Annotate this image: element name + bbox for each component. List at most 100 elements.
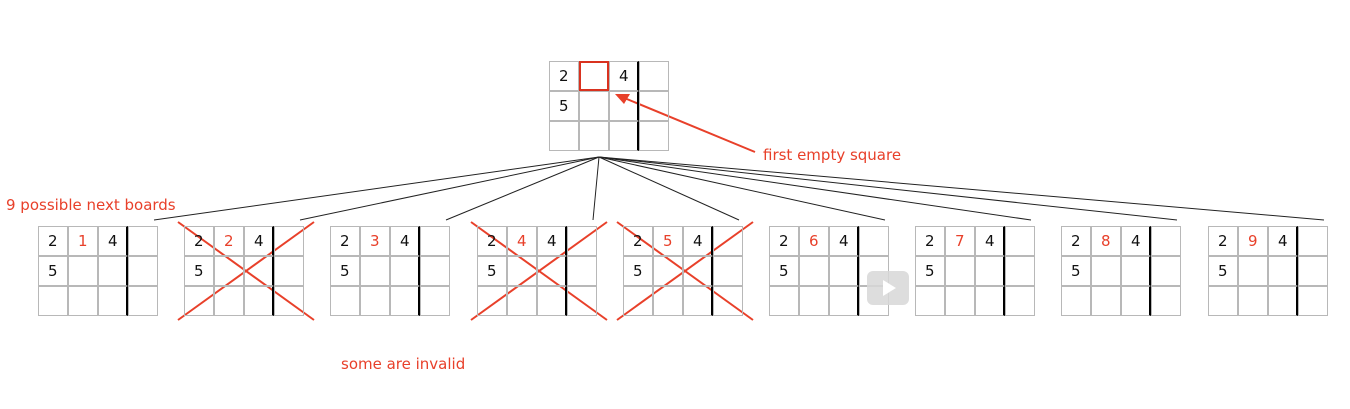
- board-cell: [1151, 256, 1181, 286]
- board-cell: 9: [1238, 226, 1268, 256]
- board-cell: 2: [1061, 226, 1091, 256]
- board-cell: [945, 286, 975, 316]
- connector-line: [598, 156, 740, 221]
- invalid-cross: [616, 221, 754, 321]
- board-cell: 2: [214, 226, 244, 256]
- play-icon[interactable]: [867, 271, 909, 305]
- board-cell: [1268, 286, 1298, 316]
- board-cell: 4: [1268, 226, 1298, 256]
- board-cell: [128, 286, 158, 316]
- arrowhead: [615, 94, 630, 104]
- board-cell: 4: [829, 226, 859, 256]
- board-cell: [38, 286, 68, 316]
- board-cell: 5: [769, 256, 799, 286]
- board-cell: 2: [769, 226, 799, 256]
- board-cell: [623, 286, 653, 316]
- board-cell: 4: [98, 226, 128, 256]
- board-cell: [1238, 286, 1268, 316]
- board-cell: [609, 91, 639, 121]
- board-cell: [975, 256, 1005, 286]
- board-cell: [1151, 226, 1181, 256]
- board-cell: 2: [915, 226, 945, 256]
- board-cell: 5: [653, 226, 683, 256]
- board-cell: [859, 226, 889, 256]
- board-cell: [214, 286, 244, 316]
- board-cell: [1061, 286, 1091, 316]
- board-cell: [274, 226, 304, 256]
- board-cell: [713, 256, 743, 286]
- board-cell: 5: [1208, 256, 1238, 286]
- connector-line: [153, 156, 600, 221]
- board-cell: [1121, 286, 1151, 316]
- board-cell: [1298, 256, 1328, 286]
- board-cell: [1091, 256, 1121, 286]
- board-cell: [945, 256, 975, 286]
- first-empty-square-label: first empty square: [763, 146, 902, 164]
- board-cell: 4: [244, 226, 274, 256]
- board-cell: [829, 286, 859, 316]
- board-cell: 2: [1208, 226, 1238, 256]
- board-cell: [420, 286, 450, 316]
- connector-line: [445, 156, 600, 221]
- connector-line: [598, 156, 1032, 221]
- board-cell: 2: [549, 61, 579, 91]
- board-cell: 5: [330, 256, 360, 286]
- board-cell: [567, 226, 597, 256]
- board-cell: 2: [623, 226, 653, 256]
- board-cell: [567, 286, 597, 316]
- board-cell: [244, 286, 274, 316]
- board-cell: [98, 256, 128, 286]
- board-cell: [360, 256, 390, 286]
- connector-line: [598, 156, 1325, 221]
- connector-line: [299, 156, 600, 221]
- board-cell: [98, 286, 128, 316]
- board-cell: 2: [330, 226, 360, 256]
- board-cell: 7: [945, 226, 975, 256]
- board-cell: 2: [38, 226, 68, 256]
- board-cell: 5: [549, 91, 579, 121]
- board-cell: [639, 91, 669, 121]
- board-cell: [549, 121, 579, 151]
- board-cell: [537, 256, 567, 286]
- board-cell: 4: [390, 226, 420, 256]
- pointer-arrow: [621, 96, 756, 153]
- some-invalid-label: some are invalid: [341, 355, 466, 373]
- board-cell: [1005, 286, 1035, 316]
- board-cell: [799, 286, 829, 316]
- board-cell: 5: [623, 256, 653, 286]
- board-cell: 5: [38, 256, 68, 286]
- invalid-cross: [177, 221, 315, 321]
- board-cell: [683, 286, 713, 316]
- board-cell: [360, 286, 390, 316]
- connector-line: [592, 156, 600, 221]
- board-cell: 1: [68, 226, 98, 256]
- board-cell: [1091, 286, 1121, 316]
- board-cell: 2: [477, 226, 507, 256]
- board-cell: [477, 286, 507, 316]
- board-cell: [420, 226, 450, 256]
- board-cell: [214, 256, 244, 286]
- board-cell: [683, 256, 713, 286]
- board-cell: [1208, 286, 1238, 316]
- board-cell: [184, 286, 214, 316]
- board-cell: [390, 256, 420, 286]
- board-cell: 4: [683, 226, 713, 256]
- invalid-cross: [470, 221, 608, 321]
- board-cell: [653, 256, 683, 286]
- board-cell: [390, 286, 420, 316]
- board-cell: 8: [1091, 226, 1121, 256]
- board-cell: 5: [184, 256, 214, 286]
- board-cell: [244, 256, 274, 286]
- board-cell: [579, 91, 609, 121]
- board-cell: 4: [537, 226, 567, 256]
